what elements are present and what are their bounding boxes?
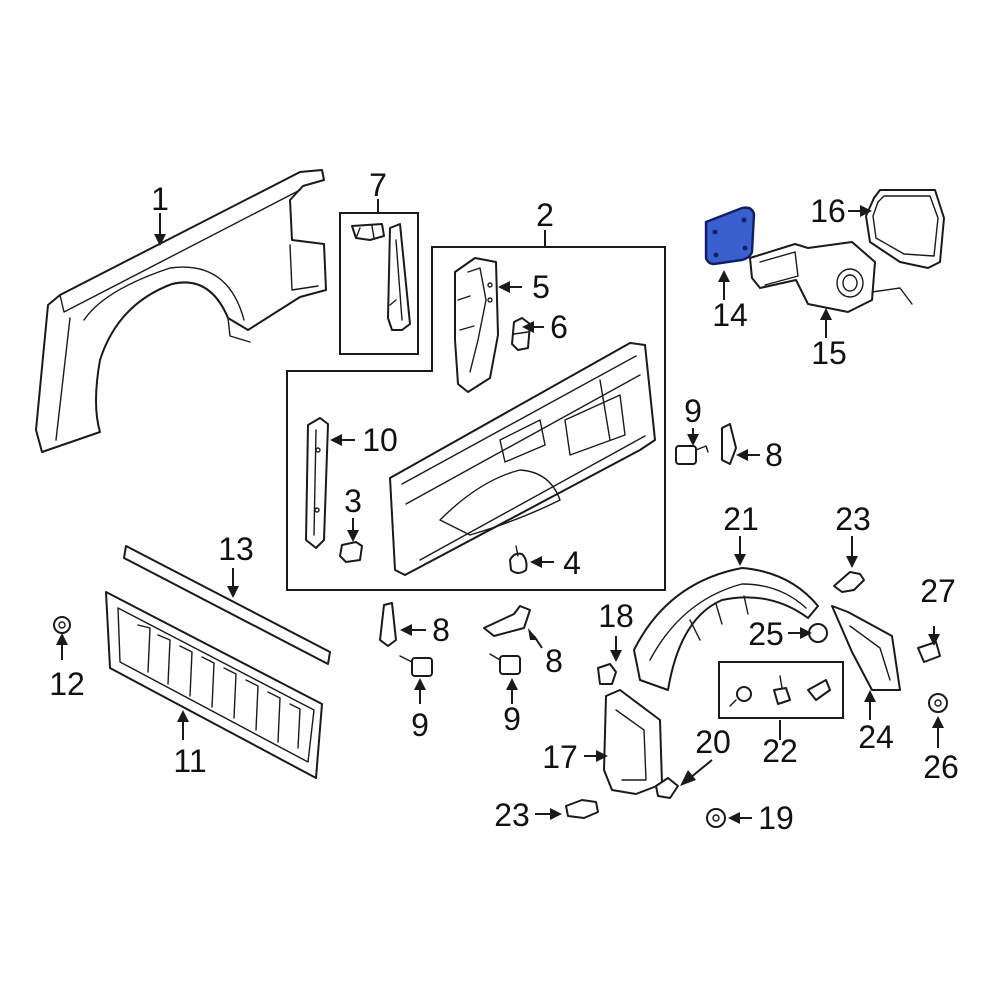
- callout-11: 11: [173, 743, 206, 779]
- part-23-pin-lower[interactable]: [565, 799, 599, 819]
- part-13-tailgate-strip[interactable]: [123, 545, 331, 665]
- group-box-2: [286, 246, 666, 591]
- callout-17: 17: [542, 739, 578, 775]
- part-15-fuel-filler-housing[interactable]: [749, 241, 913, 313]
- callout-7: 7: [369, 167, 387, 203]
- callout-14: 14: [712, 297, 748, 333]
- callout-13: 13: [218, 531, 254, 567]
- part-8-bracket-upper-right[interactable]: [721, 423, 737, 465]
- callout-26: 26: [923, 749, 959, 785]
- part-2-front-panel[interactable]: [389, 342, 656, 576]
- callout-3: 3: [344, 483, 362, 519]
- part-8-bracket-lower-left[interactable]: [379, 602, 397, 647]
- part-18-clip[interactable]: [597, 663, 617, 685]
- part-9-bolt-lower-left[interactable]: [399, 655, 433, 677]
- callout-23-upper: 23: [835, 501, 871, 537]
- callout-8-lower-left: 8: [432, 612, 450, 648]
- part-24-flap-panel[interactable]: [831, 605, 901, 691]
- part-10-pillar-strip[interactable]: [305, 417, 329, 549]
- part-14-highlighted-panel[interactable]: [704, 206, 756, 266]
- callout-8-upper-right: 8: [765, 437, 783, 473]
- callout-1: 1: [151, 181, 169, 217]
- part-16-fuel-door[interactable]: [865, 189, 945, 269]
- part-19-bolt[interactable]: [706, 808, 726, 828]
- part-27-clip[interactable]: [917, 641, 941, 663]
- callout-27: 27: [920, 573, 956, 609]
- callout-2: 2: [536, 197, 554, 233]
- callout-19: 19: [758, 800, 794, 836]
- part-4-fastener[interactable]: [509, 545, 528, 574]
- callout-9-lower-left: 9: [411, 707, 429, 743]
- callout-4: 4: [563, 545, 581, 581]
- callout-24: 24: [858, 719, 894, 755]
- part-7-bracket-set[interactable]: [351, 223, 411, 331]
- callout-25: 25: [748, 616, 784, 652]
- callout-15: 15: [811, 335, 847, 371]
- part-12-bolt[interactable]: [53, 616, 71, 634]
- callout-10: 10: [362, 422, 398, 458]
- part-26-bolt[interactable]: [928, 693, 948, 713]
- part-5-pillar[interactable]: [454, 257, 499, 393]
- callout-21: 21: [723, 501, 759, 537]
- callout-12: 12: [49, 666, 85, 702]
- callout-5: 5: [532, 269, 550, 305]
- part-20-clip[interactable]: [655, 777, 679, 799]
- part-21-wheelhouse-liner[interactable]: [633, 567, 819, 691]
- part-22-fastener-set[interactable]: [729, 675, 831, 707]
- callout-8-lower-middle: 8: [545, 643, 563, 679]
- part-9-bolt-lower-middle[interactable]: [489, 653, 521, 675]
- part-8-bracket-lower-middle[interactable]: [483, 605, 531, 637]
- leader-lines: [56, 199, 944, 824]
- part-6-clip[interactable]: [511, 317, 531, 351]
- callout-labels: 1 2 3 4 5 6 7 8 8 8 9 9 9 10 11 12 13 14…: [49, 167, 959, 836]
- callout-20: 20: [695, 724, 731, 760]
- part-23-pin-upper[interactable]: [833, 571, 865, 593]
- callout-9-upper: 9: [684, 393, 702, 429]
- callout-6: 6: [550, 309, 568, 345]
- group-box-22: [718, 661, 844, 719]
- part-11-tailgate-panel[interactable]: [105, 591, 323, 779]
- callout-22: 22: [762, 733, 798, 769]
- part-3-bracket[interactable]: [339, 541, 363, 563]
- callout-18: 18: [598, 598, 634, 634]
- callout-16: 16: [810, 193, 846, 229]
- part-1-bed-side-panel[interactable]: [35, 169, 327, 453]
- part-17-splash-shield[interactable]: [603, 689, 663, 795]
- callout-23-lower: 23: [494, 797, 530, 833]
- callout-9-lower-middle: 9: [503, 701, 521, 737]
- part-9-bolt-upper[interactable]: [675, 445, 709, 465]
